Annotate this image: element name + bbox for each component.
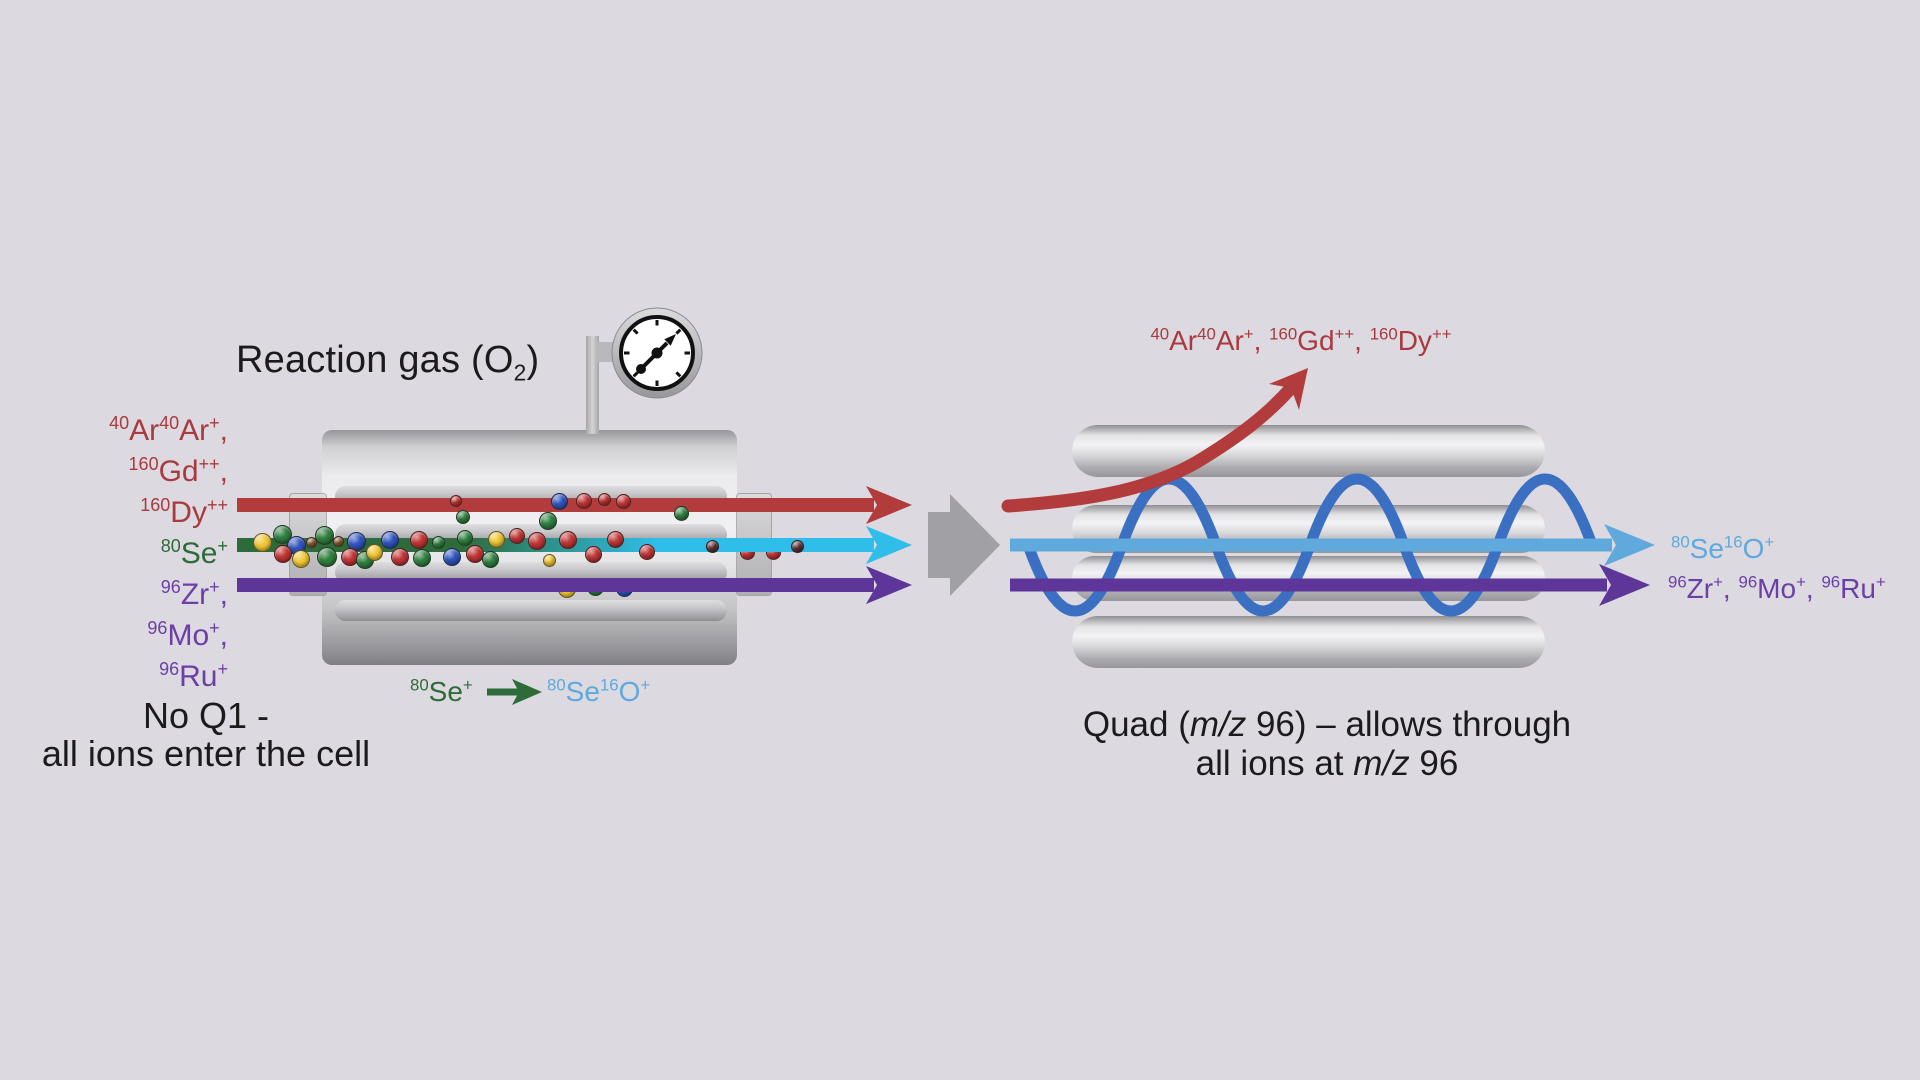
- quadrupole-rod: [1072, 425, 1545, 477]
- ion-particle: [305, 536, 317, 548]
- ion-particle: [381, 531, 399, 549]
- ion-particle: [456, 510, 470, 524]
- ion-particle: [509, 528, 525, 544]
- ion-particle: [487, 530, 505, 548]
- ion-particle: [410, 531, 428, 549]
- ion-particle: [528, 532, 546, 550]
- input-ion-label: 96Ru+: [159, 659, 228, 693]
- transfer-block-arrow: [928, 494, 1000, 596]
- passed-ion-arrowhead: [1599, 564, 1650, 606]
- quadrupole-rod: [1072, 616, 1545, 668]
- right-caption-line2: all ions at m/z 96: [1195, 744, 1459, 783]
- left-caption: No Q1 - all ions enter the cell: [25, 697, 387, 773]
- gauge-post: [586, 336, 599, 434]
- ion-particle: [615, 493, 631, 509]
- ion-particle: [576, 493, 592, 509]
- ion-particle: [443, 548, 461, 566]
- ion-particle: [466, 545, 484, 563]
- selenium-beam-arrowhead: [866, 526, 912, 564]
- cell-rod: [335, 562, 727, 583]
- ion-particle: [431, 535, 445, 549]
- input-ion-label: 80Se+: [160, 536, 228, 570]
- ion-particle: [450, 495, 462, 507]
- ion-particle: [550, 492, 568, 510]
- gauge-bracket: [597, 342, 614, 362]
- ion-particle: [314, 525, 334, 545]
- ion-particle: [790, 539, 804, 553]
- deflected-ions-label: 40Ar40Ar+, 160Gd++, 160Dy++: [1150, 324, 1452, 356]
- quad-ion-beams: [1001, 368, 1655, 617]
- ion-particle: [292, 550, 310, 568]
- ion-particle: [457, 530, 473, 546]
- ion-particle: [481, 550, 499, 568]
- ion-particle: [559, 531, 577, 549]
- ion-particle: [346, 531, 366, 551]
- cell-rod: [335, 600, 727, 621]
- reaction-gas-title: Reaction gas (O2): [236, 339, 540, 386]
- ion-particle: [252, 532, 272, 552]
- product-ion-arrowhead: [1604, 524, 1655, 566]
- ion-particle: [365, 543, 383, 561]
- ion-particle: [272, 524, 292, 544]
- gauge-needle: [636, 334, 676, 374]
- ion-particle: [274, 545, 292, 563]
- product-ion-label: 80Se16O+: [1671, 532, 1775, 564]
- gauge-ticks: [624, 320, 690, 386]
- ion-particle: [639, 544, 655, 560]
- ion-particle: [341, 548, 359, 566]
- reaction-to-label: 80Se16O+: [547, 675, 651, 707]
- analyte-beam-arrowhead: [866, 566, 912, 604]
- input-ion-label: 160Dy++: [140, 495, 228, 529]
- left-caption-line2: all ions enter the cell: [41, 733, 371, 774]
- input-ion-label: 96Zr+,: [160, 577, 228, 611]
- deflected-ion-path: [1001, 381, 1298, 513]
- ion-particle: [584, 545, 602, 563]
- input-ion-label: 160Gd++,: [128, 454, 228, 488]
- ion-particle: [413, 549, 431, 567]
- right-caption: Quad (m/z 96) – allows through all ions …: [1077, 705, 1577, 783]
- ion-particle: [542, 553, 556, 567]
- ion-particle: [391, 548, 409, 566]
- deflected-ion-arrowhead: [1269, 368, 1308, 410]
- reaction-from-label: 80Se+: [410, 675, 473, 707]
- ion-particle: [597, 492, 611, 506]
- pressure-gauge: [586, 307, 703, 434]
- ion-particle: [705, 539, 719, 553]
- input-ion-label: 96Mo+,: [147, 618, 228, 652]
- right-caption-line1: Quad (m/z 96) – allows through: [1082, 705, 1572, 744]
- ion-particle: [673, 505, 689, 521]
- ion-particle: [606, 530, 624, 548]
- input-ion-label: 40Ar40Ar+,: [109, 413, 228, 447]
- left-caption-line1: No Q1 -: [142, 695, 270, 736]
- passed-ions-label: 96Zr+, 96Mo+, 96Ru+: [1668, 572, 1886, 604]
- ion-particle: [539, 512, 557, 530]
- ion-particle: [332, 535, 344, 547]
- ion-particle: [317, 547, 337, 567]
- interference-beam-arrowhead: [866, 486, 912, 524]
- input-ion-list: 40Ar40Ar+, 160Gd++, 160Dy++ 80Se+ 96Zr+, 96Mo…: [30, 410, 228, 697]
- reaction-arrow: [487, 679, 542, 705]
